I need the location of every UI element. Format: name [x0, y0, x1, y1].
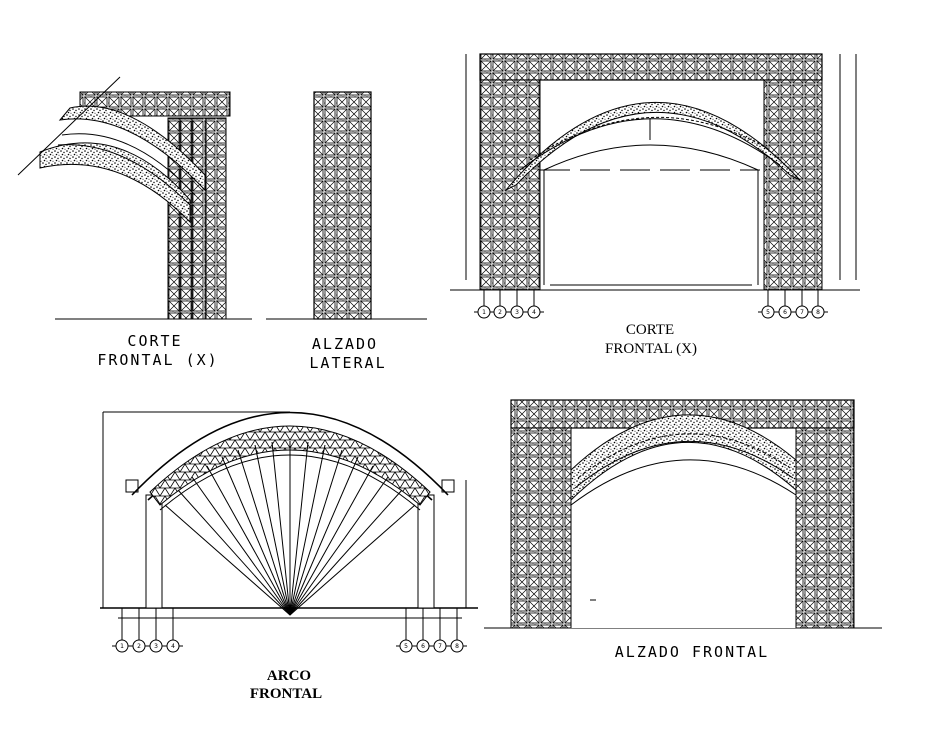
alzado-frontal-title: ALZADO FRONTAL	[615, 643, 769, 661]
grid-marker: 1	[482, 309, 486, 316]
alzado-frontal-drawing	[484, 399, 882, 629]
grid-marker: 2	[498, 309, 502, 316]
grid-marker: 2	[137, 643, 141, 650]
corte-frontal-right-title: CORTE FRONTAL (X)	[605, 322, 697, 357]
corte-frontal-left-drawing	[17, 76, 252, 320]
grid-marker: 5	[766, 309, 770, 316]
alzado-lateral-title: ALZADO LATERAL	[309, 335, 386, 372]
title-line2: FRONTAL (X)	[97, 351, 218, 369]
title-line1: ALZADO	[312, 335, 378, 353]
corte-frontal-left-title: CORTE FRONTAL (X)	[97, 332, 218, 369]
grid-markers-left: 1 2 3 4	[474, 290, 544, 319]
grid-marker: 5	[404, 643, 408, 650]
arco-frontal-drawing: 1 2 3 4 5 6 7 8	[100, 411, 478, 653]
grid-marker: 6	[421, 643, 425, 650]
grid-marker: 4	[532, 309, 536, 316]
corte-frontal-right-drawing: 1 2 3 4 5 6 7 8	[450, 53, 860, 319]
alzado-lateral-drawing	[266, 91, 427, 320]
title-line2: LATERAL	[309, 354, 386, 372]
grid-marker: 3	[154, 643, 158, 650]
title-line2: FRONTAL	[250, 686, 322, 702]
grid-marker: 8	[455, 643, 459, 650]
title-line2: FRONTAL (X)	[605, 341, 697, 357]
grid-marker: 6	[783, 309, 787, 316]
grid-marker: 7	[800, 309, 804, 316]
arco-frontal-title: ARCO FRONTAL	[250, 668, 322, 702]
radial-lines	[164, 441, 416, 616]
grid-marker: 7	[438, 643, 442, 650]
title-line1: CORTE	[626, 322, 674, 338]
grid-marker: 4	[171, 643, 175, 650]
grid-marker: 3	[515, 309, 519, 316]
arco-grid-markers-left: 1 2 3 4	[112, 608, 183, 653]
grid-marker: 8	[816, 309, 820, 316]
arco-grid-markers-right: 5 6 7 8	[396, 608, 467, 653]
grid-markers-right: 5 6 7 8	[758, 290, 828, 319]
title-line1: ALZADO FRONTAL	[615, 643, 769, 661]
title-line1: CORTE	[127, 332, 182, 350]
grid-marker: 1	[120, 643, 124, 650]
title-line1: ARCO	[267, 668, 311, 684]
